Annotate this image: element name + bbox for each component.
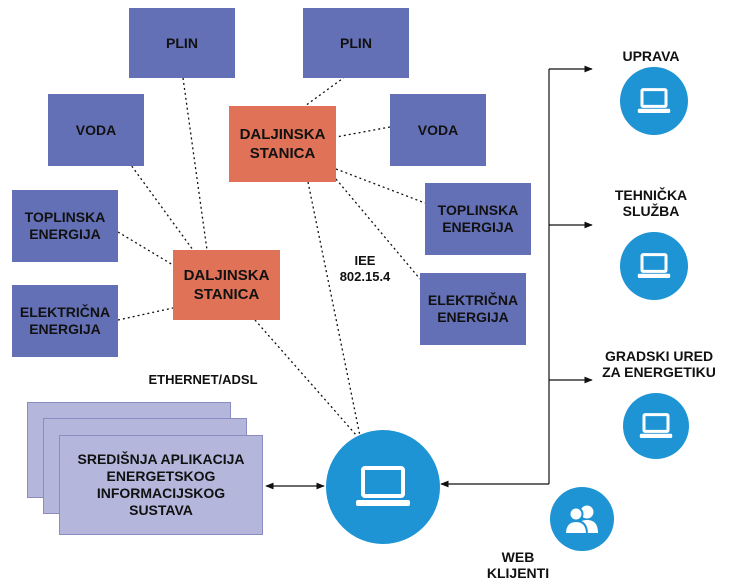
daljinska-stanica-box-lower: DALJINSKA STANICA <box>173 250 280 320</box>
elektricna-energija-label: ELEKTRIČNA ENERGIJA <box>19 304 111 337</box>
plin-label: PLIN <box>166 34 198 51</box>
tehnicka-sluzba-computer <box>620 232 688 300</box>
ethernet-link-label: ETHERNET/ADSL <box>148 372 258 387</box>
daljinska-stanica-label: DALJINSKA STANICA <box>239 126 326 162</box>
elektricna-energija-box-left: ELEKTRIČNA ENERGIJA <box>12 285 118 357</box>
gradski-ured-label: GRADSKI URED ZA ENERGETIKU <box>602 348 716 380</box>
laptop-icon <box>637 88 671 113</box>
toplinska-energija-box-left: TOPLINSKA ENERGIJA <box>12 190 118 262</box>
toplinska-energija-label: TOPLINSKA ENERGIJA <box>437 202 519 235</box>
uprava-label: UPRAVA <box>622 48 680 64</box>
voda-box-right: VODA <box>390 94 486 166</box>
voda-label: VODA <box>75 121 117 138</box>
central-application-box: SREDIŠNJA APLIKACIJA ENERGETSKOG INFORMA… <box>59 435 263 535</box>
voda-label: VODA <box>417 121 459 138</box>
central-application-label: SREDIŠNJA APLIKACIJA ENERGETSKOG INFORMA… <box>77 451 245 518</box>
gradski-ured-computer <box>623 393 689 459</box>
users-icon <box>563 505 598 535</box>
elektricna-energija-box-right: ELEKTRIČNA ENERGIJA <box>420 273 526 345</box>
uprava-computer <box>620 67 688 135</box>
web-klijenti-label: WEB KLIJENTI <box>486 549 550 581</box>
voda-box-left: VODA <box>48 94 144 166</box>
plin-label: PLIN <box>340 34 372 51</box>
iee-link-label: IEE 802.15.4 <box>339 253 391 284</box>
laptop-icon <box>639 413 673 438</box>
toplinska-energija-label: TOPLINSKA ENERGIJA <box>24 209 106 242</box>
laptop-icon <box>637 253 671 278</box>
toplinska-energija-box-right: TOPLINSKA ENERGIJA <box>425 183 531 255</box>
daljinska-stanica-box-upper: DALJINSKA STANICA <box>229 106 336 182</box>
tehnicka-sluzba-label: TEHNIČKA SLUŽBA <box>614 187 688 219</box>
plin-box-left: PLIN <box>129 8 235 78</box>
plin-box-right: PLIN <box>303 8 409 78</box>
elektricna-energija-label: ELEKTRIČNA ENERGIJA <box>427 292 519 325</box>
central-computer <box>326 430 440 544</box>
laptop-icon <box>356 466 410 506</box>
daljinska-stanica-label: DALJINSKA STANICA <box>183 267 270 303</box>
web-clients-circle <box>550 487 614 551</box>
